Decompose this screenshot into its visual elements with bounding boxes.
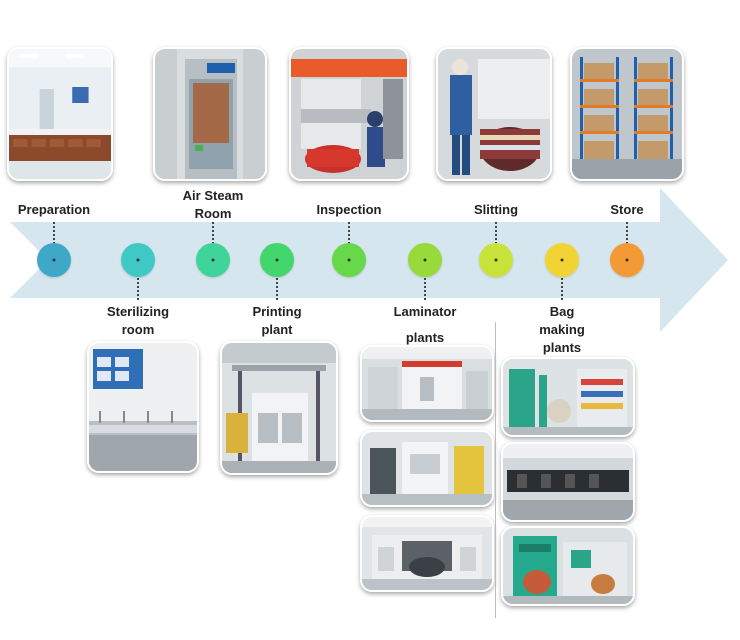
step-dot-slitting xyxy=(479,243,513,277)
inspection-machine-icon xyxy=(291,49,407,179)
label-line: Sterilizing xyxy=(107,303,169,321)
slitting-machine-icon xyxy=(438,49,550,179)
label-line: Air Steam xyxy=(183,187,244,205)
label-line: Bag xyxy=(539,303,585,321)
sterilizing-room-photo xyxy=(87,341,199,473)
label-line: Printing xyxy=(252,303,301,321)
label-line: making xyxy=(539,321,585,339)
label-text: Slitting xyxy=(474,202,518,217)
store-photo xyxy=(570,47,684,181)
sterilizing-sinks-icon xyxy=(89,343,197,471)
step-dot-sterilizing-room xyxy=(121,243,155,277)
section-divider xyxy=(495,322,496,618)
bag-making-machine-icon xyxy=(503,444,633,520)
bag-making-photo-2 xyxy=(501,442,635,522)
step-dot-store xyxy=(610,243,644,277)
label-text: Preparation xyxy=(18,202,90,217)
step-dot-preparation xyxy=(37,243,71,277)
step-label-laminator-plants: Laminator plants xyxy=(394,303,457,347)
step-dot-printing-plant xyxy=(260,243,294,277)
step-dot-laminator-plants xyxy=(408,243,442,277)
laminator-machine-icon xyxy=(362,347,492,420)
printing-plant-photo xyxy=(220,341,338,475)
step-dot-bag-making-plants xyxy=(545,243,579,277)
step-label-preparation: Preparation xyxy=(18,201,90,219)
label-text: Inspection xyxy=(316,202,381,217)
step-dot-air-steam-room xyxy=(196,243,230,277)
label-line: plant xyxy=(252,321,301,339)
label-line: Room xyxy=(183,205,244,223)
label-text: Store xyxy=(610,202,643,217)
label-line: room xyxy=(107,321,169,339)
warehouse-shelves-icon xyxy=(572,49,682,179)
step-dot-inspection xyxy=(332,243,366,277)
laminator-photo-1 xyxy=(360,345,494,422)
air-shower-door-icon xyxy=(155,49,265,179)
label-line: Laminator xyxy=(394,303,457,321)
inspection-photo xyxy=(289,47,409,181)
step-label-inspection: Inspection xyxy=(316,201,381,219)
label-line: plants xyxy=(394,329,457,347)
air-steam-room-photo xyxy=(153,47,267,181)
bag-making-photo-1 xyxy=(501,357,635,437)
laminator-photo-3 xyxy=(360,515,494,592)
step-label-slitting: Slitting xyxy=(474,201,518,219)
slitting-photo xyxy=(436,47,552,181)
printing-press-icon xyxy=(222,343,336,473)
label-line: plants xyxy=(539,339,585,357)
bag-making-photo-3 xyxy=(501,526,635,606)
laminator-photo-2 xyxy=(360,430,494,507)
step-label-store: Store xyxy=(610,201,643,219)
laminator-machine-icon xyxy=(362,432,492,505)
preparation-photo xyxy=(7,47,113,181)
lab-room-icon xyxy=(9,49,111,179)
laminator-machine-icon xyxy=(362,517,492,590)
bag-making-machine-icon xyxy=(503,359,633,435)
bag-making-machine-icon xyxy=(503,528,633,604)
